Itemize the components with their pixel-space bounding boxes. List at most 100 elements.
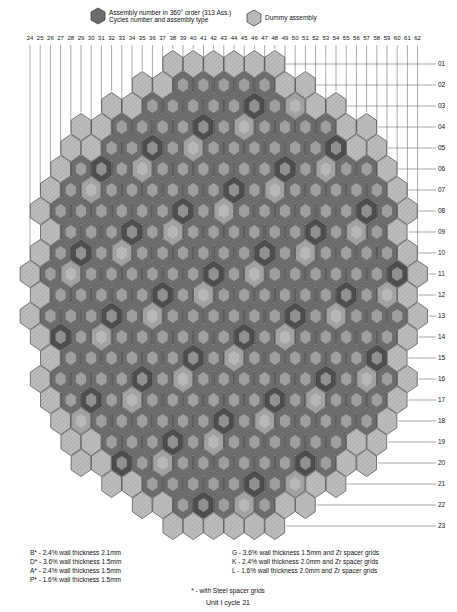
assembly-hatch: [306, 92, 326, 119]
assembly-hatch: [132, 281, 152, 308]
assembly-hatch: [183, 134, 203, 161]
assembly-hatch: [112, 197, 132, 224]
assembly-hatch: [102, 386, 122, 413]
row-number: 06: [438, 165, 445, 172]
assembly-hatch: [285, 428, 305, 455]
assembly-hatch: [122, 92, 142, 119]
assembly-label-area: [331, 267, 341, 281]
assembly-label-area: [178, 162, 188, 176]
assembly-hatch: [71, 281, 91, 308]
assembly-label-area: [137, 204, 147, 218]
assembly-hatch: [357, 323, 377, 350]
assembly-type-note: D* - 3.6% wall thickness 1.5mm: [30, 558, 121, 565]
assembly-hatch: [92, 407, 112, 434]
assembly-label-area: [219, 162, 229, 176]
assembly-hatch: [41, 344, 61, 371]
assembly-label-area: [188, 225, 198, 239]
assembly-label-area: [219, 204, 229, 218]
assembly-label-area: [239, 246, 249, 260]
column-number: 24: [27, 35, 34, 42]
assembly-hatch: [367, 176, 387, 203]
assembly-label-area: [321, 288, 331, 302]
assembly-hatch: [214, 491, 234, 518]
assembly-label-area: [229, 309, 239, 323]
assembly-hatch: [224, 176, 244, 203]
assembly-hatch: [245, 218, 265, 245]
assembly-label-area: [66, 225, 76, 239]
assembly-hatch: [234, 71, 254, 98]
assembly-label-area: [209, 351, 219, 365]
row-number: 10: [438, 249, 445, 256]
assembly-label-area: [86, 309, 96, 323]
assembly-hatch: [173, 407, 193, 434]
assembly-hatch: [326, 176, 346, 203]
row-number: 16: [438, 375, 445, 382]
row-number: 15: [438, 354, 445, 361]
assembly-label-area: [178, 456, 188, 470]
assembly-label-area: [362, 330, 372, 344]
dummy-assembly: [71, 449, 91, 476]
assembly-label-area: [239, 372, 249, 386]
column-number: 28: [67, 35, 74, 42]
leader-line: [286, 64, 436, 65]
assembly-label-area: [249, 183, 259, 197]
leader-line: [172, 45, 173, 49]
assembly-label-area: [158, 456, 168, 470]
assembly-label-area: [290, 267, 300, 281]
assembly-hatch: [92, 113, 112, 140]
assembly-hatch: [265, 176, 285, 203]
assembly-label-area: [219, 288, 229, 302]
assembly-label-area: [362, 372, 372, 386]
assembly-hatch: [296, 113, 316, 140]
assembly-label-area: [86, 393, 96, 407]
assembly-hatch: [224, 260, 244, 287]
assembly-hatch: [163, 428, 183, 455]
assembly-label-area: [76, 288, 86, 302]
assembly-hatch: [214, 197, 234, 224]
leader-line: [408, 190, 436, 191]
footnote: * - with Steel spacer grids: [191, 587, 265, 594]
assembly-hatch: [245, 512, 265, 539]
assembly-label-area: [127, 309, 137, 323]
assembly-label-area: [249, 435, 259, 449]
assembly-hatch: [71, 323, 91, 350]
assembly-hatch: [224, 470, 244, 497]
assembly-hatch: [132, 491, 152, 518]
assembly-label-area: [311, 351, 321, 365]
assembly-hatch: [326, 134, 346, 161]
assembly-hatch: [41, 176, 61, 203]
assembly-label-area: [188, 141, 198, 155]
assembly-hatch: [132, 449, 152, 476]
assembly-hatch: [265, 92, 285, 119]
assembly-label-area: [300, 288, 310, 302]
assembly-hatch: [163, 386, 183, 413]
assembly-hatch: [153, 449, 173, 476]
assembly-hatch: [132, 407, 152, 434]
assembly-hatch: [296, 323, 316, 350]
assembly-hatch: [275, 71, 295, 98]
assembly-label-area: [96, 372, 106, 386]
assembly-label-area: [300, 204, 310, 218]
assembly-hatch: [316, 323, 336, 350]
assembly-label-area: [198, 456, 208, 470]
assembly-hatch: [306, 344, 326, 371]
assembly-label-area: [96, 414, 106, 428]
assembly-hatch: [163, 92, 183, 119]
dummy-assembly: [163, 512, 183, 539]
assembly-hatch: [336, 449, 356, 476]
assembly-label-area: [107, 435, 117, 449]
assembly-hatch: [81, 428, 101, 455]
assembly-hatch: [245, 260, 265, 287]
assembly-label-area: [239, 120, 249, 134]
assembly-hatch: [234, 113, 254, 140]
assembly-hatch: [245, 92, 265, 119]
assembly-label-area: [45, 309, 55, 323]
assembly-hatch: [194, 449, 214, 476]
assembly-label-area: [290, 183, 300, 197]
assembly-hatch: [296, 491, 316, 518]
assembly-label-area: [260, 204, 270, 218]
assembly-hatch: [143, 260, 163, 287]
assembly-label-area: [300, 330, 310, 344]
assembly-hatch: [122, 260, 142, 287]
